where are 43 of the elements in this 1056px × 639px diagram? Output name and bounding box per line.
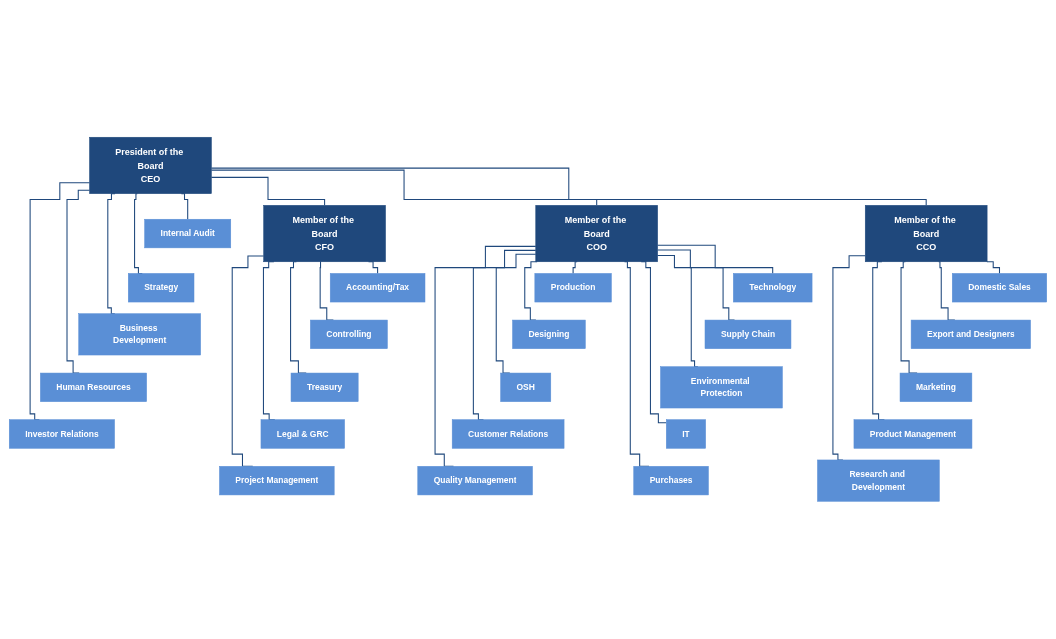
- node-box: Internal Audit: [144, 219, 232, 249]
- connector: [210, 167, 927, 207]
- node-box: Product Management: [853, 419, 973, 449]
- connector: [210, 177, 326, 207]
- node-box: Legal & GRC: [260, 419, 345, 449]
- connector: [986, 261, 1000, 275]
- node-box: Member of the Board COO: [535, 205, 658, 263]
- node-box: Customer Relations: [451, 419, 565, 449]
- node-box: Business Development: [78, 313, 201, 356]
- connector: [231, 255, 265, 468]
- connector: [66, 190, 91, 374]
- node-box: Technology: [733, 273, 813, 303]
- connector: [832, 255, 866, 461]
- node-box: Member of the Board CFO: [263, 205, 386, 263]
- node-box: Marketing: [899, 373, 973, 403]
- connector: [495, 253, 537, 374]
- node-box: Purchases: [633, 466, 709, 496]
- node-box: Project Management: [219, 466, 335, 496]
- node-box: Export and Designers: [910, 320, 1031, 350]
- node-box: Production: [534, 273, 612, 303]
- node-box: Member of the Board CCO: [864, 205, 988, 263]
- node-box: IT: [666, 419, 706, 449]
- node-box: Domestic Sales: [952, 273, 1047, 303]
- connector: [657, 245, 774, 275]
- node-box: Quality Management: [417, 466, 533, 496]
- node-box: Supply Chain: [704, 320, 792, 350]
- connector: [210, 169, 598, 207]
- connector: [434, 246, 537, 468]
- node-box: Designing: [512, 320, 586, 350]
- node-box: OSH: [500, 373, 552, 403]
- node-box: Strategy: [128, 273, 195, 303]
- node-box: Human Resources: [40, 373, 147, 403]
- connector: [29, 182, 91, 421]
- node-box: President of the Board CEO: [89, 137, 212, 195]
- node-box: Investor Relations: [9, 419, 115, 449]
- connector: [572, 261, 578, 275]
- node-box: Treasury: [290, 373, 359, 403]
- node-box: Accounting/Tax: [329, 273, 426, 303]
- node-box: Research and Development: [817, 459, 940, 502]
- connector: [472, 250, 537, 421]
- connector: [524, 261, 538, 321]
- node-box: Environmental Protection: [660, 366, 783, 409]
- node-box: Controlling: [310, 320, 388, 350]
